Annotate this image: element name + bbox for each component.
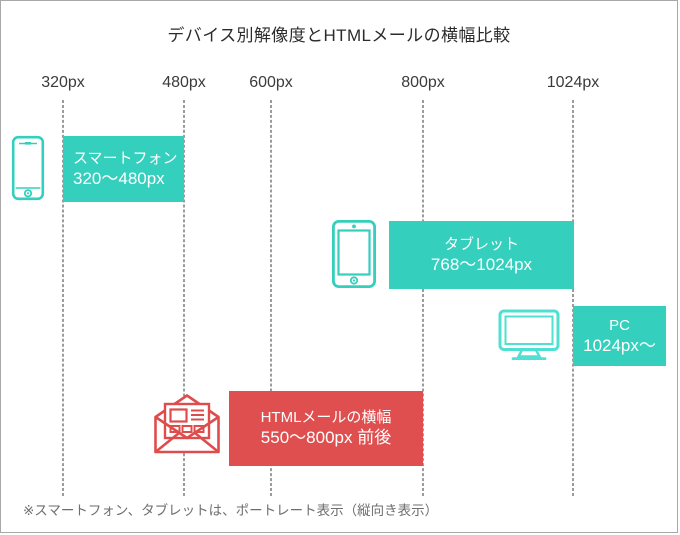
bar-html-mail-label: HTMLメールの横幅 xyxy=(260,409,392,427)
bar-html-mail: HTMLメールの横幅 550〜800px 前後 xyxy=(229,391,423,466)
bar-pc-range: 1024px〜 xyxy=(583,335,656,355)
gridline-600 xyxy=(270,100,272,496)
bar-smartphone-range: 320〜480px xyxy=(73,168,165,188)
envelope-icon xyxy=(153,393,221,460)
smartphone-icon xyxy=(11,135,45,206)
tablet-icon xyxy=(331,219,377,294)
chart-title: デバイス別解像度とHTMLメールの横幅比較 xyxy=(167,26,511,45)
axis-tick-label-480: 480px xyxy=(162,74,206,91)
axis-tick-label-1024: 1024px xyxy=(546,74,600,91)
gridline-480 xyxy=(183,100,185,496)
gridline-320 xyxy=(62,100,64,496)
monitor-icon xyxy=(498,309,560,366)
gridline-800 xyxy=(422,100,424,496)
axis-tick-label-320: 320px xyxy=(41,74,85,91)
bar-pc-label: PC xyxy=(609,316,630,334)
gridline-1024 xyxy=(572,100,574,496)
bar-tablet-label: タブレット xyxy=(443,235,519,253)
bar-smartphone: スマートフォン 320〜480px xyxy=(63,136,184,202)
bar-tablet-range: 768〜1024px xyxy=(430,254,533,274)
axis-tick-label-800: 800px xyxy=(401,74,445,91)
axis-tick-label-600: 600px xyxy=(249,74,293,91)
bar-smartphone-label: スマートフォン xyxy=(73,149,178,167)
bar-tablet: タブレット 768〜1024px xyxy=(389,221,574,289)
bar-pc: PC 1024px〜 xyxy=(573,306,666,366)
chart-footnote: ※スマートフォン、タブレットは、ポートレート表示（縦向き表示） xyxy=(23,503,439,518)
bar-html-mail-range: 550〜800px 前後 xyxy=(260,428,392,448)
